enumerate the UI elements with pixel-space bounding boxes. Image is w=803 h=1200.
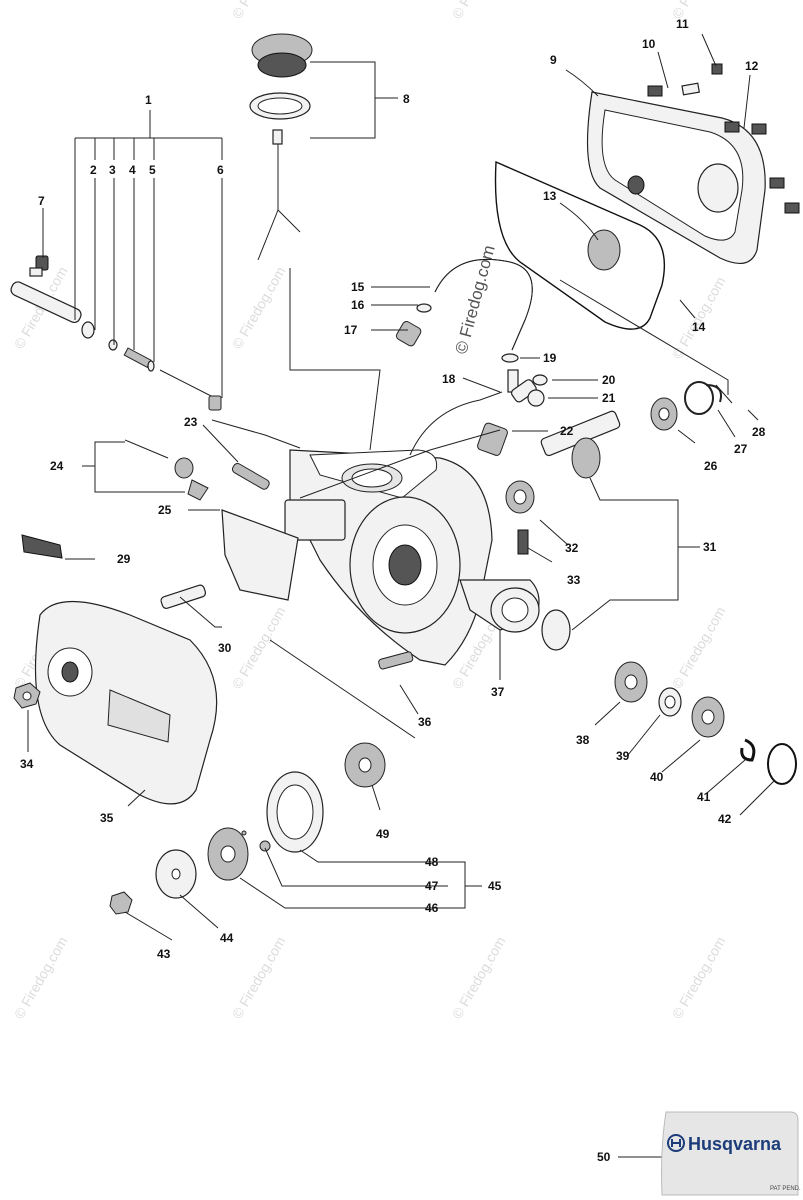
callout-43: 43	[157, 947, 171, 961]
watermark: © Firedog.com	[229, 0, 289, 22]
leader-lines	[27, 33, 776, 1158]
husqvarna-decal: Husqvarna PAT PEND.	[661, 1111, 801, 1196]
callout-38: 38	[576, 733, 590, 747]
callout-48: 48	[425, 855, 439, 869]
callout-44: 44	[220, 931, 234, 945]
callout-46: 46	[425, 901, 439, 915]
husqvarna-wordmark: Husqvarna	[688, 1134, 782, 1154]
screws-10-12	[647, 63, 800, 214]
bearings-right	[505, 381, 722, 651]
callout-4: 4	[129, 163, 136, 177]
gear-housing	[284, 449, 540, 666]
husqvarna-logo-icon	[667, 1134, 685, 1152]
watermark: © Firedog.com	[669, 274, 729, 362]
watermark: © Firedog.com	[669, 934, 729, 1022]
fittings-16-22	[395, 303, 548, 456]
screw-36	[378, 651, 414, 670]
gasket-14	[494, 160, 666, 330]
watermark: © Firedog.com	[449, 934, 509, 1022]
callout-27: 27	[734, 442, 748, 456]
callout-36: 36	[418, 715, 432, 729]
oil-cap-8	[249, 33, 313, 261]
pat-pend-text: PAT PEND.	[770, 1186, 801, 1192]
callout-13: 13	[543, 189, 557, 203]
part-drawings	[10, 33, 800, 915]
callout-16: 16	[351, 298, 365, 312]
callout-18: 18	[442, 372, 456, 386]
callout-9: 9	[550, 53, 557, 67]
callout-47: 47	[425, 879, 439, 893]
callout-15: 15	[351, 280, 365, 294]
callout-26: 26	[704, 459, 718, 473]
callout-33: 33	[567, 573, 581, 587]
shaft-assembly	[10, 281, 222, 411]
callout-labels: 1 2 3 4 5 6 7 8 9 10 11 12 13 14 15 16 1…	[20, 17, 766, 1164]
nut-34	[13, 682, 41, 709]
callout-14: 14	[692, 320, 706, 334]
callout-50: 50	[597, 1150, 611, 1164]
callout-12: 12	[745, 59, 759, 73]
callout-49: 49	[376, 827, 390, 841]
callout-1: 1	[145, 93, 152, 107]
callout-5: 5	[149, 163, 156, 177]
watermark: © Firedog.com	[449, 0, 509, 22]
seal-13	[587, 229, 621, 271]
watermark: © Firedog.com	[229, 604, 289, 692]
callout-7: 7	[38, 194, 45, 208]
callout-19: 19	[543, 351, 557, 365]
callout-25: 25	[158, 503, 172, 517]
callout-10: 10	[642, 37, 656, 51]
callout-41: 41	[697, 790, 711, 804]
watermark: © Firedog.com	[11, 934, 71, 1022]
watermark: © Firedog.com	[229, 934, 289, 1022]
callout-29: 29	[117, 552, 131, 566]
screw-7	[29, 255, 49, 277]
bearings-lower	[614, 661, 797, 785]
callout-34: 34	[20, 757, 34, 771]
pulley-parts	[109, 742, 386, 915]
callout-8: 8	[403, 92, 410, 106]
callout-42: 42	[718, 812, 732, 826]
callout-3: 3	[109, 163, 116, 177]
callout-31: 31	[703, 540, 717, 554]
watermark: © Firedog.com	[669, 604, 729, 692]
brackets-left	[21, 439, 299, 609]
callout-40: 40	[650, 770, 664, 784]
callout-37: 37	[491, 685, 505, 699]
callout-35: 35	[100, 811, 114, 825]
callout-6: 6	[217, 163, 224, 177]
callout-32: 32	[565, 541, 579, 555]
callout-45: 45	[488, 879, 502, 893]
callout-20: 20	[602, 373, 616, 387]
callout-21: 21	[602, 391, 616, 405]
callout-11: 11	[676, 17, 689, 31]
callout-22: 22	[560, 424, 574, 438]
callout-17: 17	[344, 323, 358, 337]
callout-30: 30	[218, 641, 232, 655]
callout-28: 28	[752, 425, 766, 439]
callout-24: 24	[50, 459, 64, 473]
cover-9	[586, 91, 766, 265]
callout-2: 2	[90, 163, 97, 177]
callout-39: 39	[616, 749, 630, 763]
callout-23: 23	[184, 415, 198, 429]
watermark: © Firedog.com	[229, 264, 289, 352]
belt-cover-35	[34, 601, 218, 805]
